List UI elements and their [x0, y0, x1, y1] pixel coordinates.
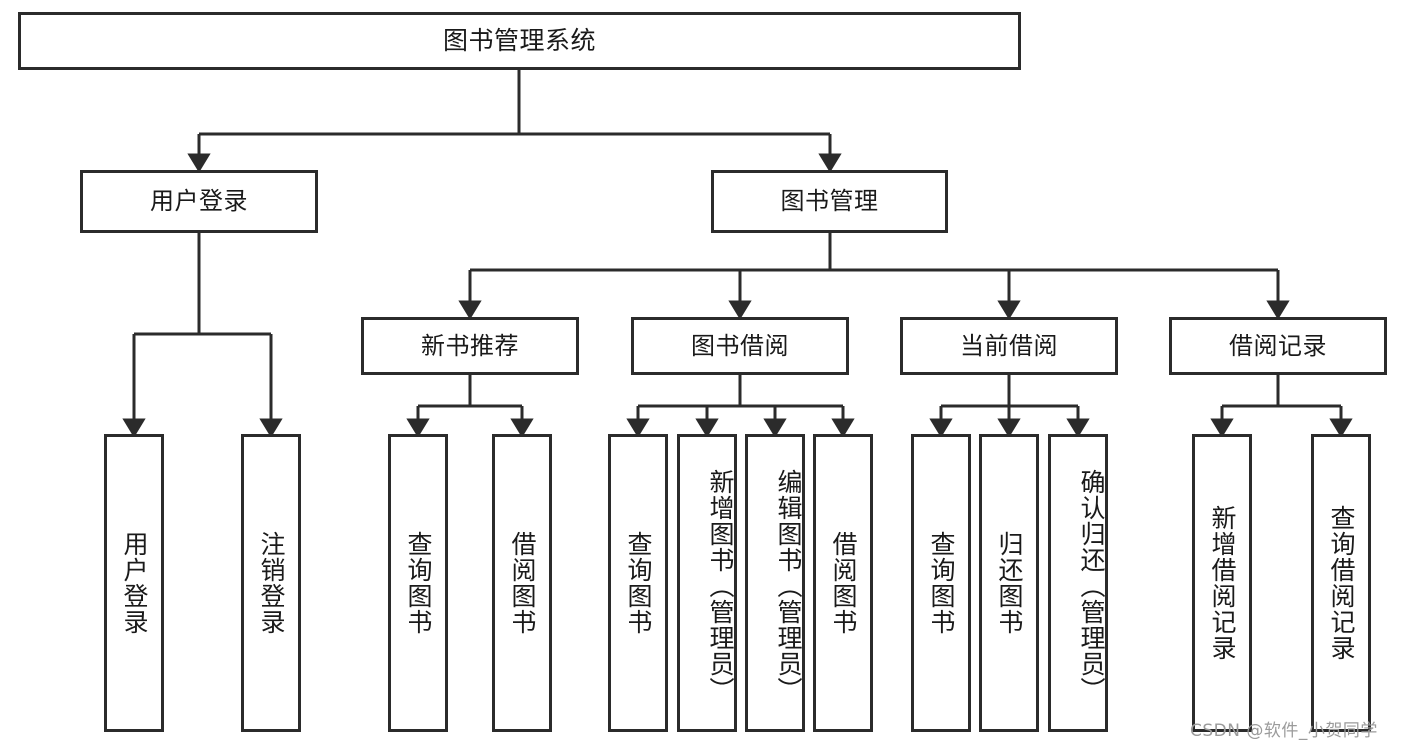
leaf-borrow-record-add[interactable]: 新增借阅记录	[1192, 434, 1252, 732]
leaf-borrow-record-query[interactable]: 查询借阅记录	[1311, 434, 1371, 732]
node-label: 当前借阅	[960, 331, 1058, 360]
leaf-book-borrow-lend[interactable]: 借阅图书	[813, 434, 873, 732]
node-label: 借阅图书	[508, 531, 537, 635]
node-label: 用户登录	[120, 531, 149, 635]
node-label: 借阅记录	[1229, 331, 1327, 360]
node-label: 图书管理	[780, 187, 879, 216]
node-new-book-recommend[interactable]: 新书推荐	[361, 317, 579, 375]
leaf-book-borrow-add[interactable]: 新增图书（管理员）	[677, 434, 737, 732]
leaf-current-borrow-return[interactable]: 归还图书	[979, 434, 1039, 732]
leaf-new-book-query[interactable]: 查询图书	[388, 434, 448, 732]
leaf-book-borrow-query[interactable]: 查询图书	[608, 434, 668, 732]
node-root-system[interactable]: 图书管理系统	[18, 12, 1021, 70]
node-borrow-record[interactable]: 借阅记录	[1169, 317, 1387, 375]
leaf-user-login-signout[interactable]: 注销登录	[241, 434, 301, 732]
leaf-book-borrow-edit[interactable]: 编辑图书（管理员）	[745, 434, 805, 732]
node-user-login[interactable]: 用户登录	[80, 170, 318, 233]
node-label: 新书推荐	[421, 331, 519, 360]
node-label: 归还图书	[995, 531, 1024, 635]
leaf-current-borrow-confirm-return[interactable]: 确认归还（管理员）	[1048, 434, 1108, 732]
node-label: 编辑图书（管理员）	[774, 469, 803, 703]
node-label: 新增图书（管理员）	[706, 469, 735, 703]
node-label: 查询图书	[404, 531, 433, 635]
node-book-management[interactable]: 图书管理	[711, 170, 948, 233]
node-label: 借阅图书	[829, 531, 858, 635]
node-label: 用户登录	[150, 187, 248, 216]
leaf-user-login-signin[interactable]: 用户登录	[104, 434, 164, 732]
node-label: 注销登录	[257, 531, 286, 635]
node-label: 查询图书	[927, 531, 956, 635]
node-book-borrow[interactable]: 图书借阅	[631, 317, 849, 375]
node-label: 图书借阅	[691, 331, 789, 360]
node-label: 查询图书	[624, 531, 653, 635]
node-label: 图书管理系统	[442, 26, 596, 56]
node-label: 新增借阅记录	[1208, 505, 1237, 661]
node-label: 查询借阅记录	[1327, 505, 1356, 661]
node-label: 确认归还（管理员）	[1077, 469, 1106, 703]
leaf-current-borrow-query[interactable]: 查询图书	[911, 434, 971, 732]
leaf-new-book-borrow[interactable]: 借阅图书	[492, 434, 552, 732]
node-current-borrow[interactable]: 当前借阅	[900, 317, 1118, 375]
